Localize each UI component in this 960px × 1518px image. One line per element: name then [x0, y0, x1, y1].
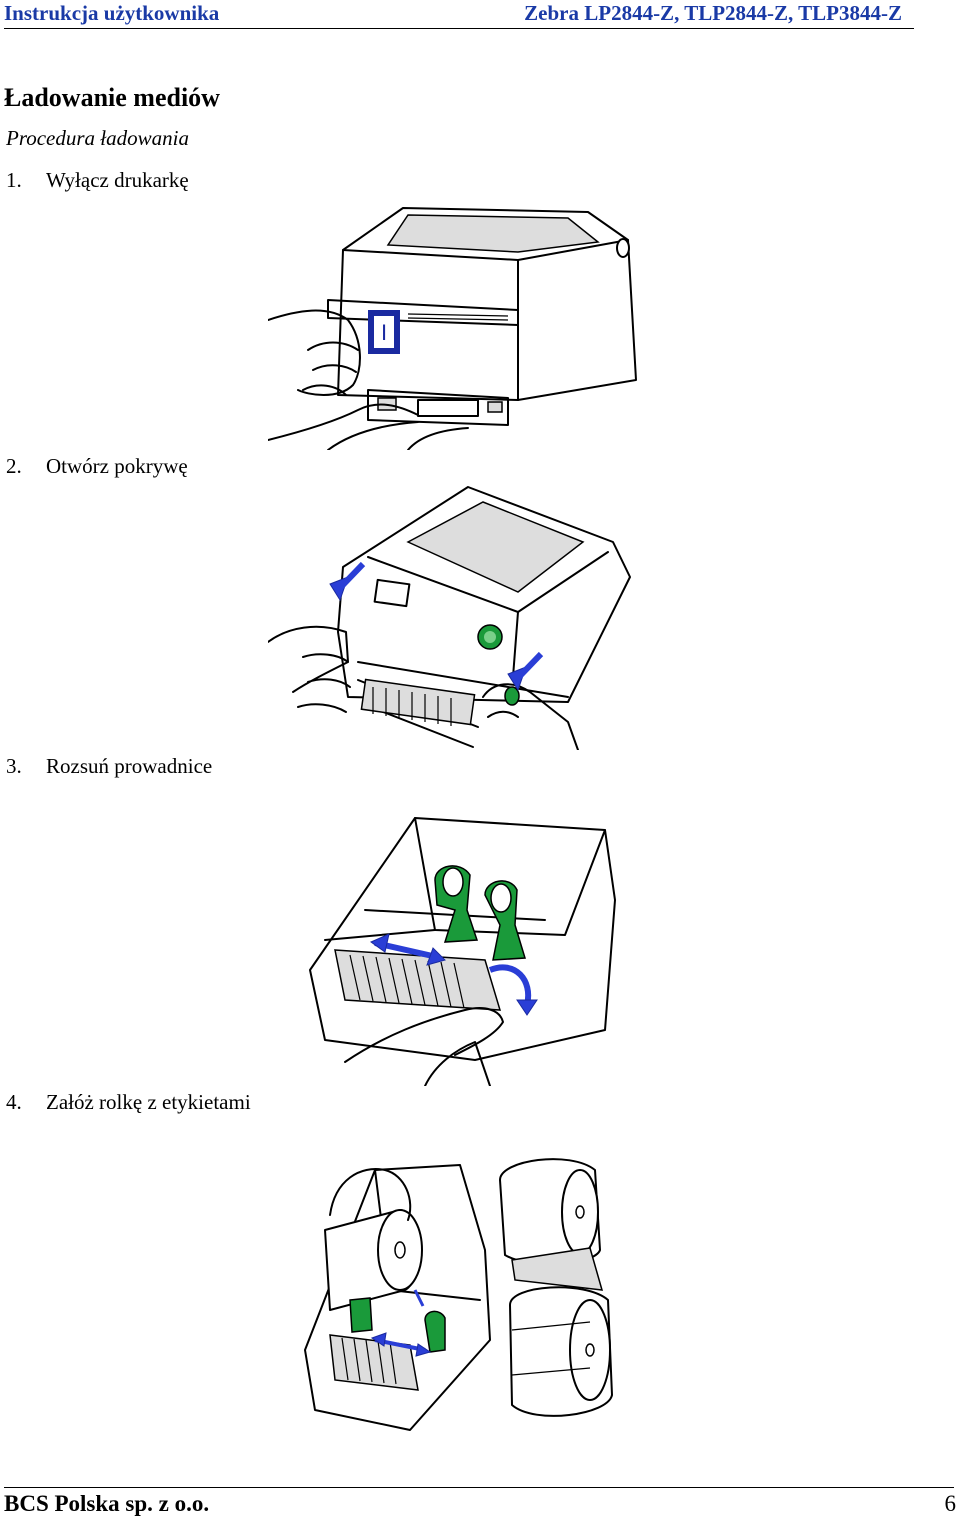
- figure-load-roll: [304, 1158, 613, 1431]
- page-number: 6: [944, 1491, 957, 1516]
- figure-power-off: I: [268, 207, 637, 450]
- step-text: Załóż rolkę z etykietami: [46, 1090, 251, 1114]
- step-text: Rozsuń prowadnice: [46, 754, 213, 778]
- step-2: 2. Otwórz pokrywę: [6, 452, 188, 480]
- step-3: 3. Rozsuń prowadnice: [6, 752, 212, 780]
- step-text: Otwórz pokrywę: [46, 454, 188, 478]
- step-number: 2.: [6, 454, 22, 478]
- step-text: Wyłącz drukarkę: [46, 168, 189, 192]
- figure-slide-guides: [309, 817, 616, 1086]
- header-title-right: Zebra LP2844-Z, TLP2844-Z, TLP3844-Z: [524, 1, 902, 25]
- footer-company: BCS Polska sp. z o.o.: [4, 1491, 210, 1516]
- step-number: 1.: [6, 168, 22, 192]
- power-switch-face: [374, 316, 394, 348]
- procedure-subtitle: Procedura ładowania: [6, 126, 189, 150]
- step-number: 3.: [6, 754, 22, 778]
- power-switch-symbol: I: [381, 320, 387, 345]
- step-number: 4.: [6, 1090, 22, 1114]
- header-title-left: Instrukcja użytkownika: [4, 1, 220, 25]
- section-title: Ładowanie mediów: [4, 83, 220, 112]
- step-1: 1. Wyłącz drukarkę: [6, 166, 189, 194]
- footer-rule: [4, 1487, 954, 1488]
- figure-open-cover: [268, 486, 631, 750]
- step-4: 4. Załóż rolkę z etykietami: [6, 1088, 251, 1116]
- header-rule: [4, 28, 914, 29]
